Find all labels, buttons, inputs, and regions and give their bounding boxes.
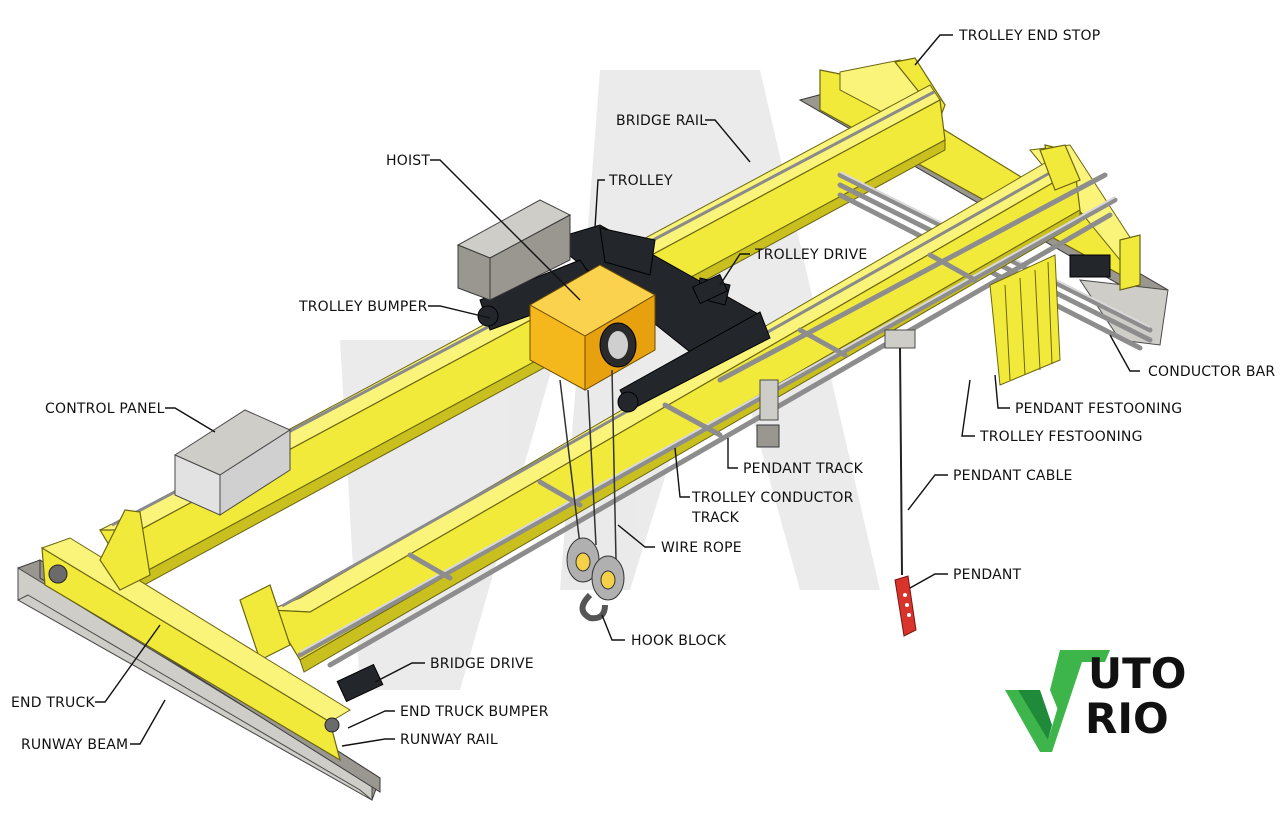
label-trolley-end-stop: TROLLEY END STOP: [958, 28, 1100, 44]
label-trolley: TROLLEY: [608, 173, 673, 189]
label-bridge-drive: BRIDGE DRIVE: [430, 656, 534, 672]
label-runway-rail: RUNWAY RAIL: [400, 732, 498, 748]
end-truck-near: [40, 509, 351, 762]
logo-text-line2: RIO: [1085, 694, 1169, 743]
trolley: [477, 224, 771, 413]
label-bridge-rail: BRIDGE RAIL: [616, 113, 707, 129]
label-pendant-cable: PENDANT CABLE: [953, 468, 1073, 484]
label-pendant-festooning: PENDANT FESTOONING: [1015, 401, 1182, 417]
label-trolley-bumper: TROLLEY BUMPER: [298, 299, 428, 315]
control-panel: [173, 409, 292, 516]
autovario-logo: UTO RIO: [1005, 649, 1186, 752]
label-trolley-drive: TROLLEY DRIVE: [754, 247, 867, 263]
label-hoist: HOIST: [386, 153, 430, 169]
pendant-festooning: [989, 254, 1061, 386]
leader-lines: [95, 34, 1140, 747]
label-trolley-festooning: TROLLEY FESTOONING: [979, 429, 1143, 445]
label-pendant-track: PENDANT TRACK: [743, 461, 864, 477]
label-runway-beam: RUNWAY BEAM: [21, 737, 128, 753]
logo-text-line1: UTO: [1088, 649, 1186, 698]
label-hook-block: HOOK BLOCK: [631, 633, 727, 649]
trolley-conductor-track: [297, 196, 1118, 668]
label-end-truck-bumper: END TRUCK BUMPER: [400, 704, 549, 720]
trolley-drive-unit: [691, 273, 729, 305]
hook-block: [566, 537, 625, 622]
labels: TROLLEY END STOP BRIDGE RAIL HOIST TROLL…: [11, 28, 1275, 753]
label-end-truck: END TRUCK: [11, 695, 95, 711]
label-pendant: PENDANT: [953, 567, 1022, 583]
label-trolley-conductor-track-1: TROLLEY CONDUCTOR: [691, 490, 854, 506]
label-wire-rope: WIRE ROPE: [661, 540, 742, 556]
pendant-cable: [884, 329, 916, 576]
label-conductor-bar: CONDUCTOR BAR: [1148, 364, 1275, 380]
hoist-motor: [456, 199, 572, 301]
bridge-drive-unit: [336, 663, 384, 703]
pendant-track: [717, 172, 1108, 448]
pendant-controller: [894, 575, 917, 637]
label-control-panel: CONTROL PANEL: [45, 401, 165, 417]
conductor-bar-drive: [1069, 234, 1141, 291]
label-trolley-conductor-track-2: TRACK: [691, 510, 740, 526]
wire-rope: [559, 369, 617, 561]
hoist: [528, 264, 657, 391]
